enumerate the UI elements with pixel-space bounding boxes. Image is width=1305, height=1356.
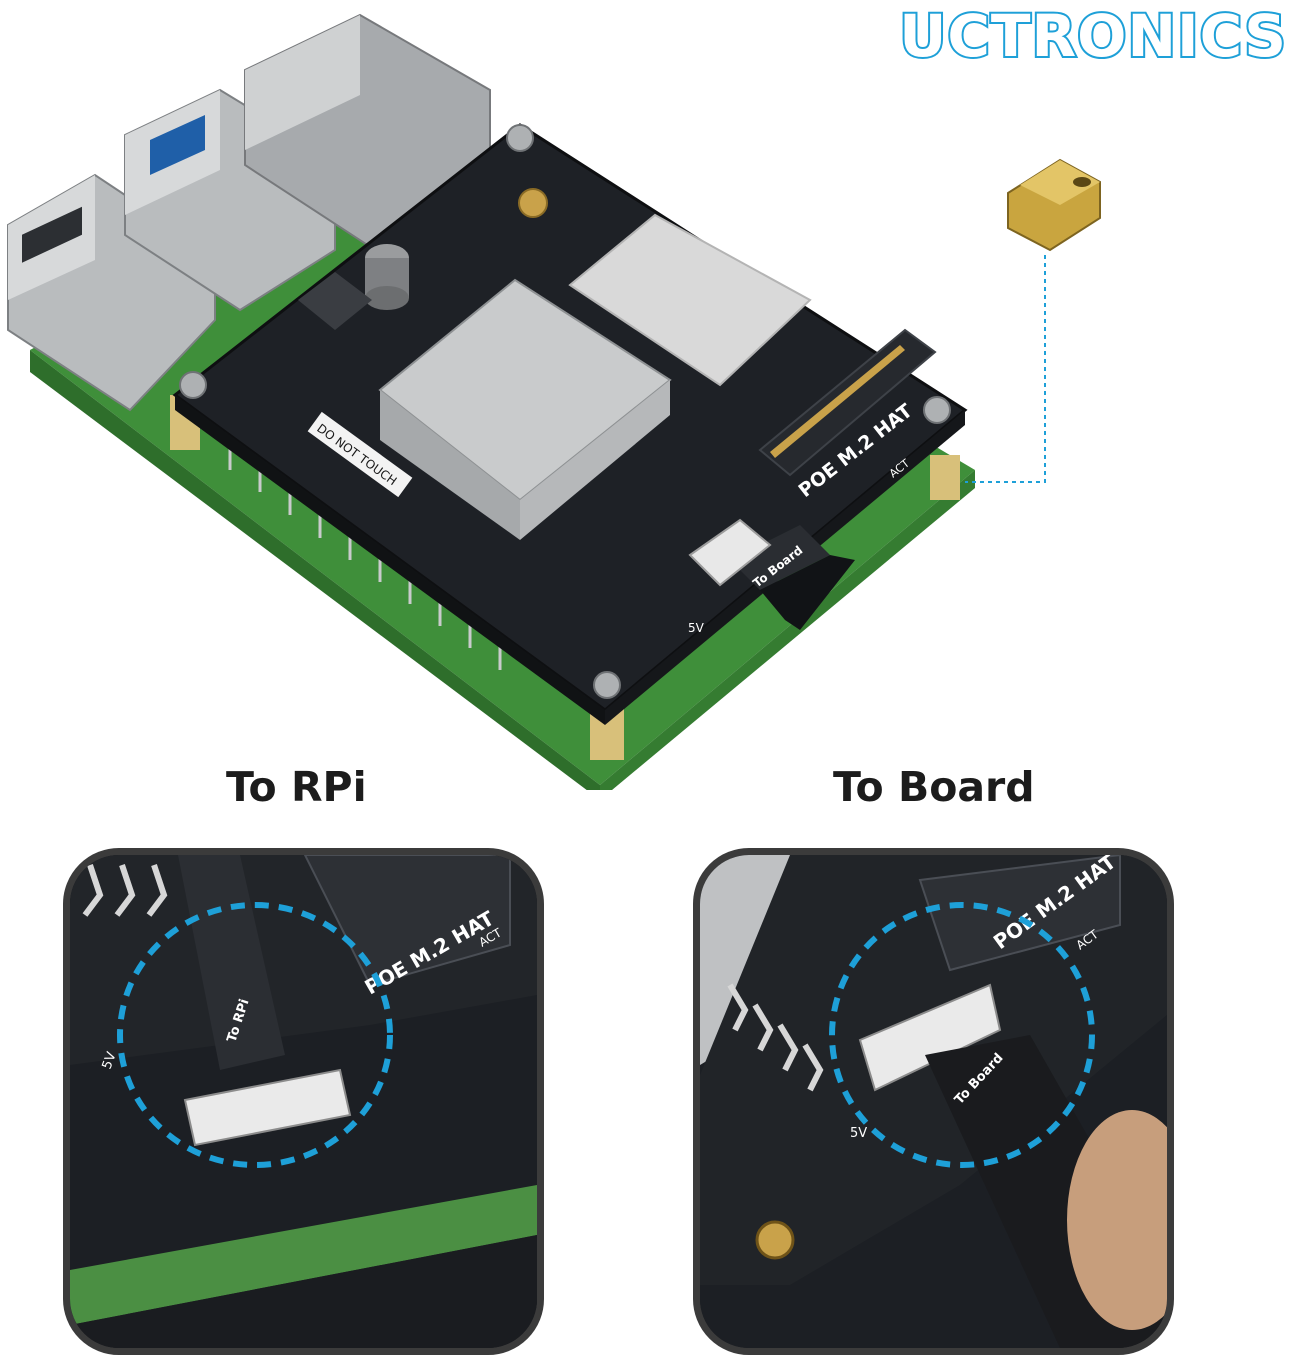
caption-to-board: To Board xyxy=(833,763,1035,811)
thermal-pad xyxy=(568,213,812,387)
flex-cable xyxy=(688,518,855,630)
power-label: 5V xyxy=(100,1050,120,1071)
inductor xyxy=(298,272,372,330)
m2-slot xyxy=(918,855,1121,972)
detail-panel-to-rpi: POE M.2 HAT ACT To RPi 5V xyxy=(63,848,544,1355)
screw-icon xyxy=(506,124,534,152)
fpc-connector xyxy=(858,983,1002,1092)
highlight-circle xyxy=(829,902,1095,1168)
screw-icon xyxy=(179,371,207,399)
screw-icon xyxy=(923,396,951,424)
m2-slot xyxy=(758,328,937,477)
brass-standoff-icon xyxy=(1007,158,1101,252)
finger xyxy=(1067,1110,1167,1330)
callout-line xyxy=(965,255,1046,483)
product-photo: POE M.2 HAT ACT To Board 5V DO NOT TOUCH xyxy=(7,13,1101,790)
power-label: 5V xyxy=(688,621,705,635)
fpc-connector xyxy=(183,1068,352,1147)
ethernet-port xyxy=(244,13,491,252)
standoff-right xyxy=(930,455,960,500)
uctronics-logo: UCTRONICS xyxy=(897,0,1288,72)
power-label: 5V xyxy=(850,1126,867,1141)
brass-nut-icon xyxy=(518,188,548,218)
highlight-circle xyxy=(117,902,393,1168)
screw-icon xyxy=(593,671,621,699)
brass-nut-icon xyxy=(755,1220,795,1260)
caption-to-rpi: To RPi xyxy=(226,763,367,811)
flex-cable xyxy=(178,855,285,1070)
detail-panel-to-board: POE M.2 HAT ACT To Board 5V xyxy=(693,848,1174,1355)
metal-shield xyxy=(378,278,672,540)
raspberry-pi-board xyxy=(70,1185,537,1325)
